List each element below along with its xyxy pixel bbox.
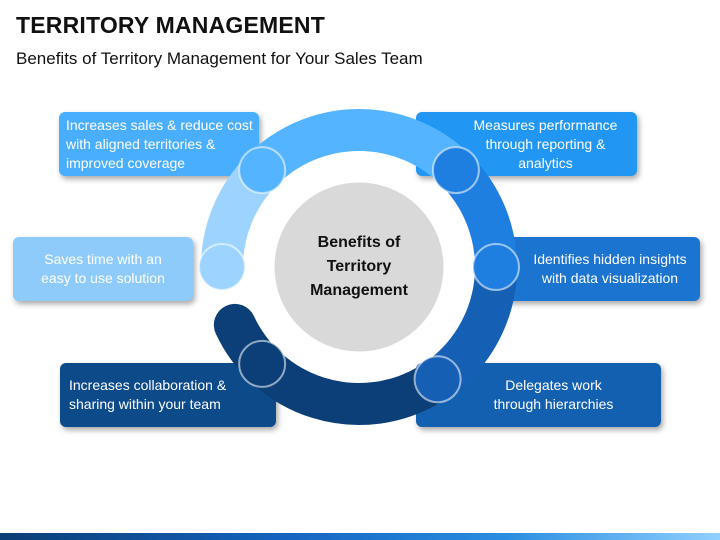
hub-text-line: Management (310, 282, 408, 299)
hub-text-line: Territory (326, 258, 392, 275)
benefit-text-line: Saves time with an (44, 251, 162, 267)
benefit-card-time: Saves time with an easy to use solution (13, 237, 193, 301)
benefit-text-line: with aligned territories & (66, 135, 216, 152)
benefit-card-sales: Increases sales & reduce cost with align… (59, 112, 259, 176)
benefit-text-line: Increases collaboration & (69, 377, 227, 393)
footer-accent-bar (0, 533, 720, 540)
center-hub-label: Benefits of Territory Management (273, 198, 445, 336)
ring-joint-lower-right (413, 355, 462, 404)
ring-joint-right (472, 243, 520, 291)
benefit-text-line: with data visualization (541, 270, 679, 286)
benefit-text-line: through reporting & (485, 135, 606, 152)
ring-joint-upper-right (431, 146, 480, 195)
benefit-text-line: easy to use solution (41, 270, 165, 286)
benefit-text-line: Identifies hidden insights (533, 251, 687, 267)
benefit-text-line: Delegates work (505, 377, 602, 393)
ring-joint-upper-left (238, 146, 287, 195)
benefit-text-line: Increases sales & reduce cost (66, 116, 253, 133)
page-title: TERRITORY MANAGEMENT (16, 12, 325, 38)
benefit-card-collaboration: Increases collaboration & sharing within… (60, 363, 276, 427)
center-hub-circle (271, 179, 447, 355)
hub-text-line: Benefits of (317, 234, 401, 251)
benefit-text-line: Measures performance (473, 116, 618, 133)
benefit-text-line: through hierarchies (493, 396, 614, 412)
benefit-text-line: analytics (518, 154, 573, 171)
ring-joint-lower-left (238, 339, 287, 388)
ring-joint-left (198, 243, 246, 291)
benefit-text-line: sharing within your team (69, 396, 221, 412)
benefit-text-line: improved coverage (66, 154, 186, 171)
page-subtitle: Benefits of Territory Management for You… (16, 49, 423, 68)
benefit-card-insights: Identifies hidden insights with data vis… (490, 237, 700, 301)
ring-segment-top (241, 109, 477, 192)
